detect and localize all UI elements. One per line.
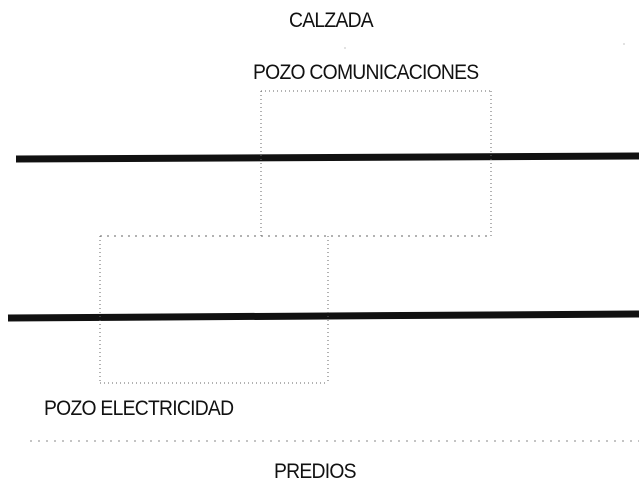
road-edge-upper-line [15, 152, 639, 163]
road-edge-lower-line [7, 310, 639, 322]
comm-well-label: POZO COMUNICACIONES [253, 61, 479, 84]
comm-well-box [260, 90, 492, 236]
elec-well-box [99, 236, 329, 384]
scan-speck [344, 47, 346, 49]
lots-label: PREDIOS [274, 460, 357, 483]
elec-well-label: POZO ELECTRICIDAD [44, 397, 234, 420]
road-label: CALZADA [289, 9, 374, 32]
scan-speck [623, 43, 625, 45]
